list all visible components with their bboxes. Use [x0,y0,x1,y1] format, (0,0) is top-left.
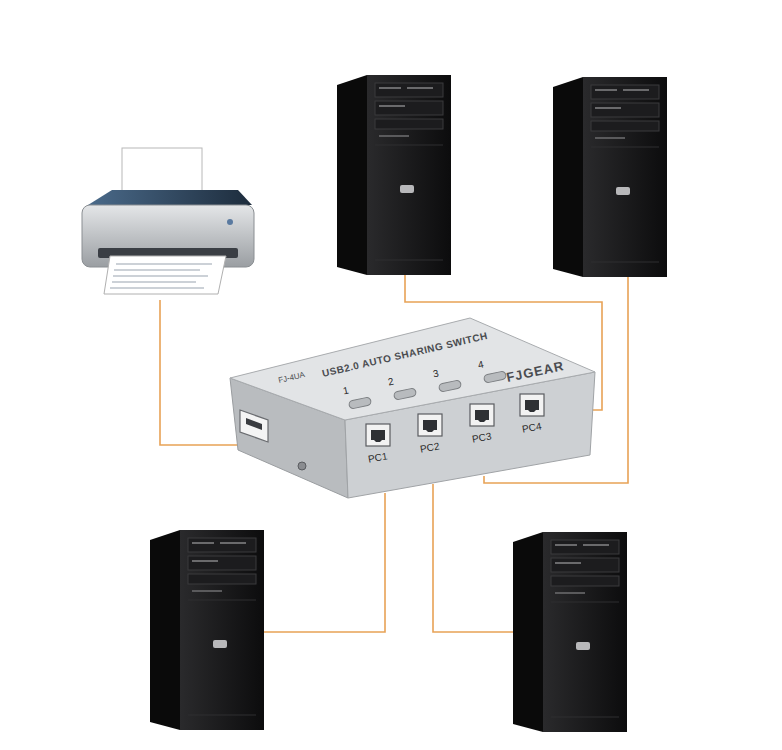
computer-tower [150,530,264,730]
button-number: 1 [342,385,350,397]
print-lines [112,281,196,282]
pc-cable [433,484,516,632]
usb-b-ports [525,400,539,412]
port-label: PC2 [419,441,440,456]
usb-a-port [246,418,262,430]
port-label: PC3 [471,431,492,446]
usb-b-ports [371,430,385,442]
switch-housing: USB2.0 AUTO SHARING SWITCH FJGEAR FJ-4UA [230,316,595,500]
usb-a-port [240,410,268,442]
selector-buttons [393,388,416,400]
selector-buttons [348,397,371,409]
print-lines [114,269,200,270]
print-lines [116,263,212,264]
usb-b-ports [366,394,544,446]
usb-b-ports [418,414,442,436]
button-number: 2 [387,376,395,388]
port-label: PC1 [367,451,388,466]
model-number: FJ-4UA [278,370,306,385]
button-number: 4 [477,359,485,371]
computer-tower [553,77,667,277]
print-lines [113,275,208,276]
printer [82,148,254,294]
usb-b-ports [423,420,437,432]
computer-tower [337,75,451,275]
print-lines [110,264,212,288]
usb-sharing-switch [230,318,595,498]
printer-light [227,219,233,225]
usb-b-ports [475,410,489,422]
brand-name: FJGEAR [505,359,566,386]
button-number: 3 [432,368,440,380]
usb-b-ports [520,394,544,416]
port-label: PC4 [521,421,542,436]
product-name: USB2.0 AUTO SHARING SWITCH [321,330,489,379]
dc-jack [298,462,306,470]
usb-b-ports [366,424,390,446]
selector-buttons [438,380,461,392]
selector-buttons [483,371,506,383]
print-lines [110,287,204,288]
printed-page [104,256,226,294]
computer-tower [513,532,627,732]
usb-b-ports [470,404,494,426]
printer-cable [160,300,240,445]
switch-top [230,318,595,420]
printer-lid [88,190,252,205]
pc-cable [262,493,385,632]
